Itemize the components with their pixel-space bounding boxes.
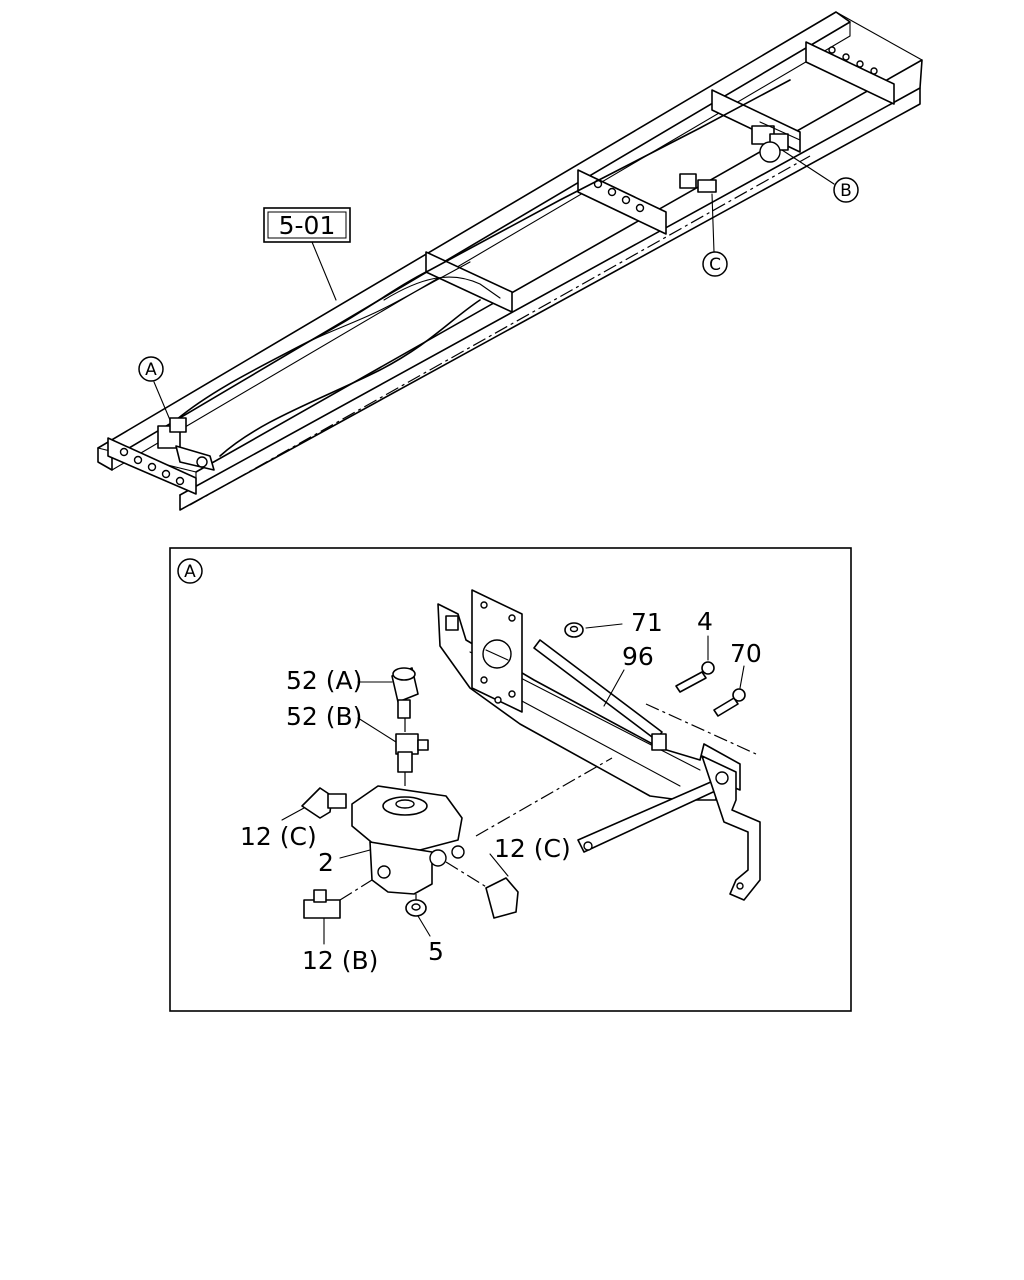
leader-5 <box>417 915 431 937</box>
label-70[interactable]: 70 <box>730 639 762 668</box>
leader-70 <box>739 665 745 689</box>
callout-5-01[interactable]: 5-01 <box>263 207 351 243</box>
leader-2 <box>339 849 371 859</box>
front-valve-location <box>157 417 215 471</box>
callout-a-marker[interactable]: A <box>138 356 164 382</box>
label-12c-right[interactable]: 12 (C) <box>494 834 571 863</box>
callout-5-01-label: 5-01 <box>279 211 336 240</box>
callout-c-label: C <box>709 255 721 275</box>
fitting-52b <box>395 718 429 790</box>
detail-a-marker-label: A <box>184 562 196 582</box>
leader-52b <box>357 717 397 743</box>
callout-c-marker[interactable]: C <box>702 251 728 277</box>
label-71[interactable]: 71 <box>631 608 663 637</box>
label-12c-left[interactable]: 12 (C) <box>240 822 317 851</box>
fitting-12c-left <box>301 787 347 819</box>
relay-valve <box>351 785 465 895</box>
detail-a-frame <box>169 547 852 1012</box>
callout-a-label: A <box>145 360 157 380</box>
leader-71 <box>585 623 623 629</box>
fitting-52a <box>391 667 419 719</box>
line-clip-location <box>679 173 717 193</box>
label-5[interactable]: 5 <box>428 937 444 966</box>
callout-b-label: B <box>840 181 852 201</box>
fitting-12b <box>303 879 373 919</box>
label-52b[interactable]: 52 (B) <box>286 702 362 731</box>
detail-a-marker: A <box>177 558 203 584</box>
nut-5 <box>405 894 427 917</box>
label-12b[interactable]: 12 (B) <box>302 946 378 975</box>
label-4[interactable]: 4 <box>697 607 713 636</box>
label-2[interactable]: 2 <box>318 848 334 877</box>
chassis-frame <box>97 11 923 511</box>
leader-12c-left <box>281 807 305 821</box>
leader-12c-right <box>489 853 509 877</box>
label-96[interactable]: 96 <box>622 642 654 671</box>
label-52a[interactable]: 52 (A) <box>286 666 362 695</box>
valve-bracket <box>437 589 761 901</box>
leader-96 <box>603 669 625 707</box>
fitting-12c-right <box>445 861 519 919</box>
callout-b-marker[interactable]: B <box>833 177 859 203</box>
rear-valve-location <box>751 121 801 163</box>
